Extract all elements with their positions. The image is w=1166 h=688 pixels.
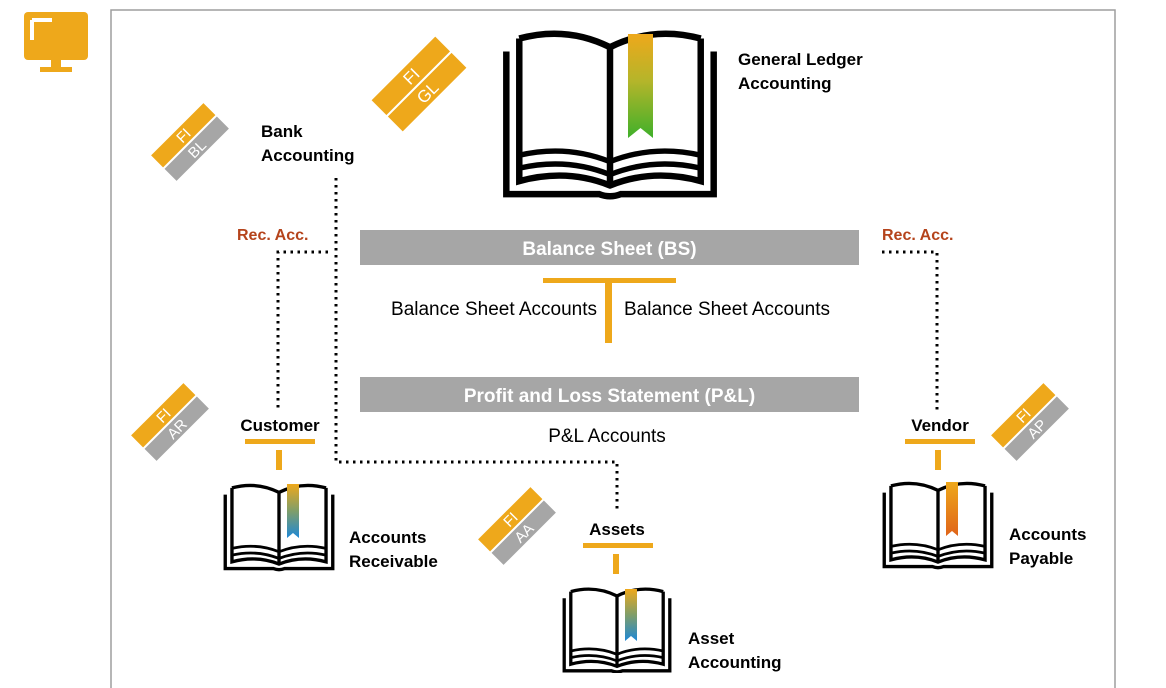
bs-accounts-right-label: Balance Sheet Accounts [624,299,830,320]
general-ledger-book-icon [506,34,713,197]
bank-label-line1: Bank [261,122,303,141]
module-badge-ap: FI AP [988,380,1072,464]
accounts-payable-book-icon [882,481,994,570]
rec-acc-left-label: Rec. Acc. [237,227,308,244]
vendor-t-account-icon [905,439,975,470]
balance-sheet-bar [360,230,859,265]
bs-accounts-left-label: Balance Sheet Accounts [391,299,597,320]
balance-sheet-label: Balance Sheet (BS) [522,239,696,260]
module-badge-bl: FI BL [148,100,232,184]
pl-accounts-label: P&L Accounts [548,426,666,447]
pl-statement-label: Profit and Loss Statement (P&L) [464,386,755,407]
gl-bookmark [628,34,653,138]
ap-label-line1: Accounts [1009,525,1086,544]
monitor-icon [24,12,88,72]
vendor-label: Vendor [911,416,969,435]
rec-acc-right-label: Rec. Acc. [882,227,953,244]
vendor-rec-acc-connector [882,250,939,412]
ap-label-line2: Payable [1009,549,1073,568]
gl-label-line2: Accounting [738,74,832,93]
ar-label-line2: Receivable [349,552,438,571]
module-badge-ar: FI AR [128,380,212,464]
gl-label-line1: General Ledger [738,50,863,69]
assets-label: Assets [589,520,645,539]
customer-t-account-icon [245,439,315,470]
ar-label-line1: Accounts [349,528,426,547]
accounts-receivable-book-icon [223,483,335,572]
connector-lines [276,178,939,510]
t-account-icon [543,278,676,343]
asset-accounting-book-icon [562,587,672,673]
bank-label-line2: Accounting [261,146,355,165]
customer-label: Customer [240,416,320,435]
aa-label-line2: Accounting [688,653,782,672]
bank-to-assets-connector [334,178,619,510]
pl-statement-bar [360,377,859,412]
customer-rec-acc-connector [276,250,328,412]
module-badge-aa: FI AA [475,484,559,568]
assets-t-account-icon [583,543,653,574]
aa-label-line1: Asset [688,629,735,648]
